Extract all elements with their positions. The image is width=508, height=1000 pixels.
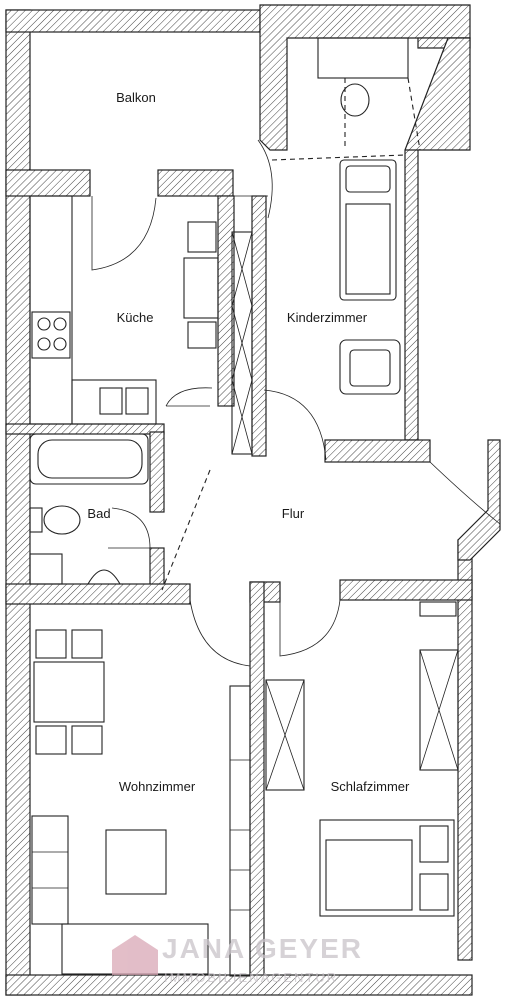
kinder-wardrobe (231, 231, 253, 455)
bad-bathtub (29, 433, 149, 485)
kueche-chair-1 (187, 221, 217, 253)
wall-wohn-top (5, 583, 191, 605)
window-kinder-top (271, 154, 406, 161)
schlaf-wardrobe (265, 679, 305, 791)
wohn-shelf (229, 685, 251, 977)
outer-wall-bottom (5, 974, 473, 996)
kinder-wardrobe-cross (231, 231, 253, 455)
schlaf-pillow-2 (419, 873, 449, 911)
wall-kueche-bad (5, 423, 165, 435)
outer-wall-bay (457, 439, 501, 561)
kueche-sink-basin-1 (99, 387, 123, 415)
kueche-stove (31, 311, 71, 359)
tower-toilet (340, 83, 370, 117)
kinder-bed (339, 159, 397, 301)
schlaf-bed-blanket (325, 839, 413, 911)
schlaf-wardrobe-2 (419, 649, 459, 771)
wall-bad-right (149, 431, 165, 513)
door-kueche-balkon (91, 196, 157, 271)
kueche-stove-burner-2 (53, 317, 67, 331)
door-balkon-swing (257, 139, 273, 219)
kueche-chair-2 (187, 321, 217, 349)
outer-wall-top-balkon (5, 9, 261, 33)
kinder-armchair-seat (349, 349, 391, 387)
kueche-stove-burner-4 (53, 337, 67, 351)
schlaf-wardrobe-cross (265, 679, 305, 791)
outer-wall-right-lower (457, 539, 473, 961)
door-eingang (429, 461, 501, 525)
wohn-shelf-dividers (230, 759, 250, 911)
kueche-sink (71, 379, 157, 425)
wohn-coffee-table (105, 829, 167, 895)
wohn-dining-table (33, 661, 105, 723)
wohn-chair-2 (71, 629, 103, 659)
door-wohn (189, 599, 251, 667)
label-schlafzimmer: Schlafzimmer (331, 779, 410, 794)
wall-balkon-bottom-right (157, 169, 234, 197)
wohn-chair-1 (35, 629, 67, 659)
wall-schlaf-top (339, 579, 473, 601)
flur-dashed-line (161, 469, 211, 591)
furniture (29, 37, 459, 977)
label-bad: Bad (87, 506, 110, 521)
wohn-sofa-cushions (32, 851, 68, 889)
kinder-armchair (339, 339, 401, 395)
watermark-subtitle: IMMOBILIENAGENTUR (164, 970, 338, 985)
label-flur: Flur (282, 506, 305, 521)
label-balkon: Balkon (116, 90, 156, 105)
schlaf-radiator (419, 601, 457, 617)
outer-wall-top-child (259, 4, 471, 151)
wall-bad-right-lower (149, 547, 165, 589)
door-schlaf (279, 599, 341, 657)
door-kinder (263, 389, 327, 461)
wohn-chair-3 (35, 725, 67, 755)
watermark-logo-icon (112, 935, 158, 975)
doors (91, 139, 501, 667)
bad-cabinet (29, 553, 63, 585)
tower-vanity (317, 37, 409, 79)
kueche-counter (29, 195, 73, 425)
bad-washbasin (87, 569, 121, 585)
label-kinderzimmer: Kinderzimmer (287, 310, 368, 325)
label-kueche: Küche (117, 310, 154, 325)
door-bad (108, 507, 151, 549)
schlaf-wardrobe-2-cross (419, 649, 459, 771)
tower-dashed (344, 77, 421, 151)
wohn-chair-4 (71, 725, 103, 755)
label-wohnzimmer: Wohnzimmer (119, 779, 196, 794)
door-kueche (165, 387, 213, 407)
kinder-bed-pillow (345, 165, 391, 193)
wohn-sofa (31, 815, 69, 925)
wall-wohn-schlaf (249, 581, 265, 983)
kueche-stove-burner-3 (37, 337, 51, 351)
wall-kinder-bottom (324, 439, 431, 463)
bad-toilet-tank (29, 507, 43, 533)
kueche-stove-burner-1 (37, 317, 51, 331)
watermark-name: JANA GEYER (162, 933, 363, 964)
kinder-bed-blanket (345, 203, 391, 295)
bad-bathtub-inner (37, 439, 143, 479)
schlaf-bed (319, 819, 455, 917)
outer-wall-left (5, 9, 31, 996)
schlaf-pillow-1 (419, 825, 449, 863)
walls (5, 4, 501, 996)
wall-wardrobe-back (251, 195, 267, 457)
wall-balkon-bottom-left (5, 169, 91, 197)
kueche-table (183, 257, 219, 319)
watermark: JANA GEYER IMMOBILIENAGENTUR (112, 933, 363, 985)
kueche-sink-basin-2 (125, 387, 149, 415)
bad-toilet (43, 505, 81, 535)
outer-wall-right-child (404, 37, 471, 441)
